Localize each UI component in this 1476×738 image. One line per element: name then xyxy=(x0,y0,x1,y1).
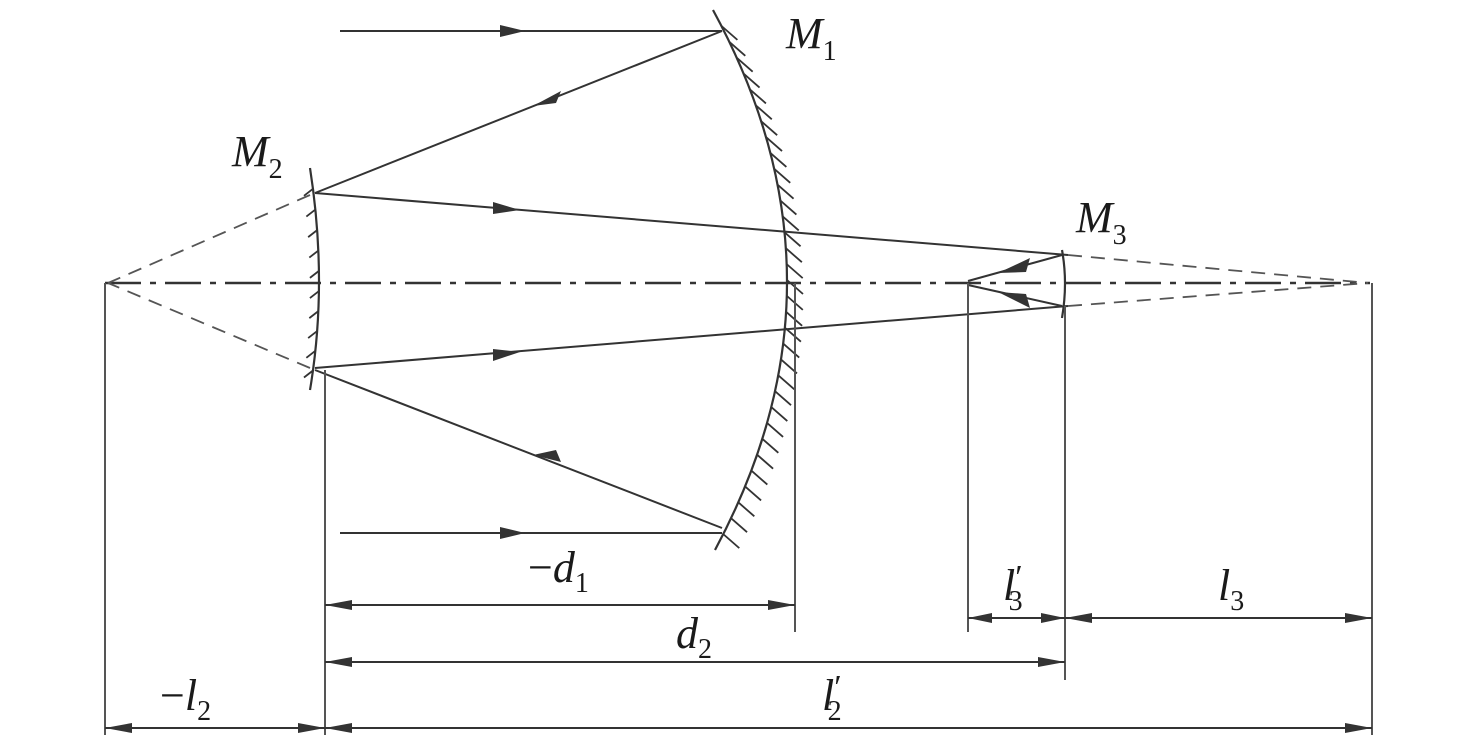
virtual-ray-extensions xyxy=(107,194,1369,369)
hatch-mark xyxy=(786,263,804,279)
hatch-mark xyxy=(783,231,802,248)
mirror-m2 xyxy=(303,167,321,391)
hatch-mark xyxy=(776,184,795,200)
hatch-mark xyxy=(307,229,318,238)
ray-arrow xyxy=(493,349,520,361)
hatch-mark xyxy=(769,152,787,168)
hatch-mark xyxy=(777,374,795,390)
ray-arrow xyxy=(533,91,561,106)
hatch-mark xyxy=(774,390,792,406)
hatch-mark xyxy=(782,342,800,359)
label-l3-prime: l′3 xyxy=(1003,559,1023,617)
hatch-mark xyxy=(730,517,748,533)
rays-m2-to-m3 xyxy=(314,192,1069,369)
mirror-m1-hatching xyxy=(720,25,804,549)
hatch-mark xyxy=(722,533,740,549)
hatch-mark xyxy=(785,247,803,263)
hatch-mark xyxy=(742,72,761,89)
label-m1: M1 xyxy=(785,9,837,67)
ray-arrow xyxy=(493,202,520,214)
hatch-mark xyxy=(309,290,320,299)
hatch-mark xyxy=(756,454,774,470)
label-d2: d2 xyxy=(676,609,712,665)
mirror-m3 xyxy=(1060,249,1067,319)
hatch-mark xyxy=(760,120,778,136)
hatch-mark xyxy=(744,485,762,502)
hatch-mark xyxy=(750,469,768,486)
hatch-mark xyxy=(779,199,797,216)
hatch-mark xyxy=(307,330,318,339)
hatch-mark xyxy=(303,369,314,379)
hatch-mark xyxy=(773,168,791,184)
hatch-mark xyxy=(305,350,316,359)
hatch-mark xyxy=(308,310,319,319)
mirror-m1 xyxy=(712,9,804,551)
rays-m3-to-focus xyxy=(967,254,1063,308)
hatch-mark xyxy=(782,215,800,232)
hatch-mark xyxy=(728,41,746,57)
label-minus-l2: −l2 xyxy=(160,671,211,727)
ray-arrow xyxy=(998,292,1030,308)
hatch-mark xyxy=(770,406,788,422)
label-minus-d1: −d1 xyxy=(528,543,589,599)
ray-arrow xyxy=(533,450,561,462)
ray-arrow xyxy=(998,258,1030,273)
hatch-mark xyxy=(766,422,784,438)
hatch-mark xyxy=(736,56,754,73)
hatch-mark xyxy=(308,249,319,259)
ray-arrow xyxy=(500,25,525,37)
hatch-mark xyxy=(303,188,314,197)
label-m2: M2 xyxy=(231,127,283,185)
hatch-mark xyxy=(737,501,755,518)
ray-arrow xyxy=(500,527,525,539)
hatch-mark xyxy=(765,136,783,152)
hatch-mark xyxy=(720,25,738,41)
hatch-mark xyxy=(305,208,316,218)
hatch-mark xyxy=(309,270,320,279)
dimension-extension-lines xyxy=(104,283,1373,735)
incoming-rays xyxy=(340,25,722,539)
label-l3: l3 xyxy=(1218,561,1244,617)
hatch-mark xyxy=(761,438,779,454)
rays-m1-to-m2 xyxy=(314,30,723,529)
hatch-mark xyxy=(755,104,773,120)
mirror-m2-hatching xyxy=(303,188,320,379)
label-l2-prime: l′2 xyxy=(822,669,842,727)
label-m3: M3 xyxy=(1075,193,1127,251)
hatch-mark xyxy=(749,88,767,105)
dimension-lines xyxy=(105,600,1372,733)
